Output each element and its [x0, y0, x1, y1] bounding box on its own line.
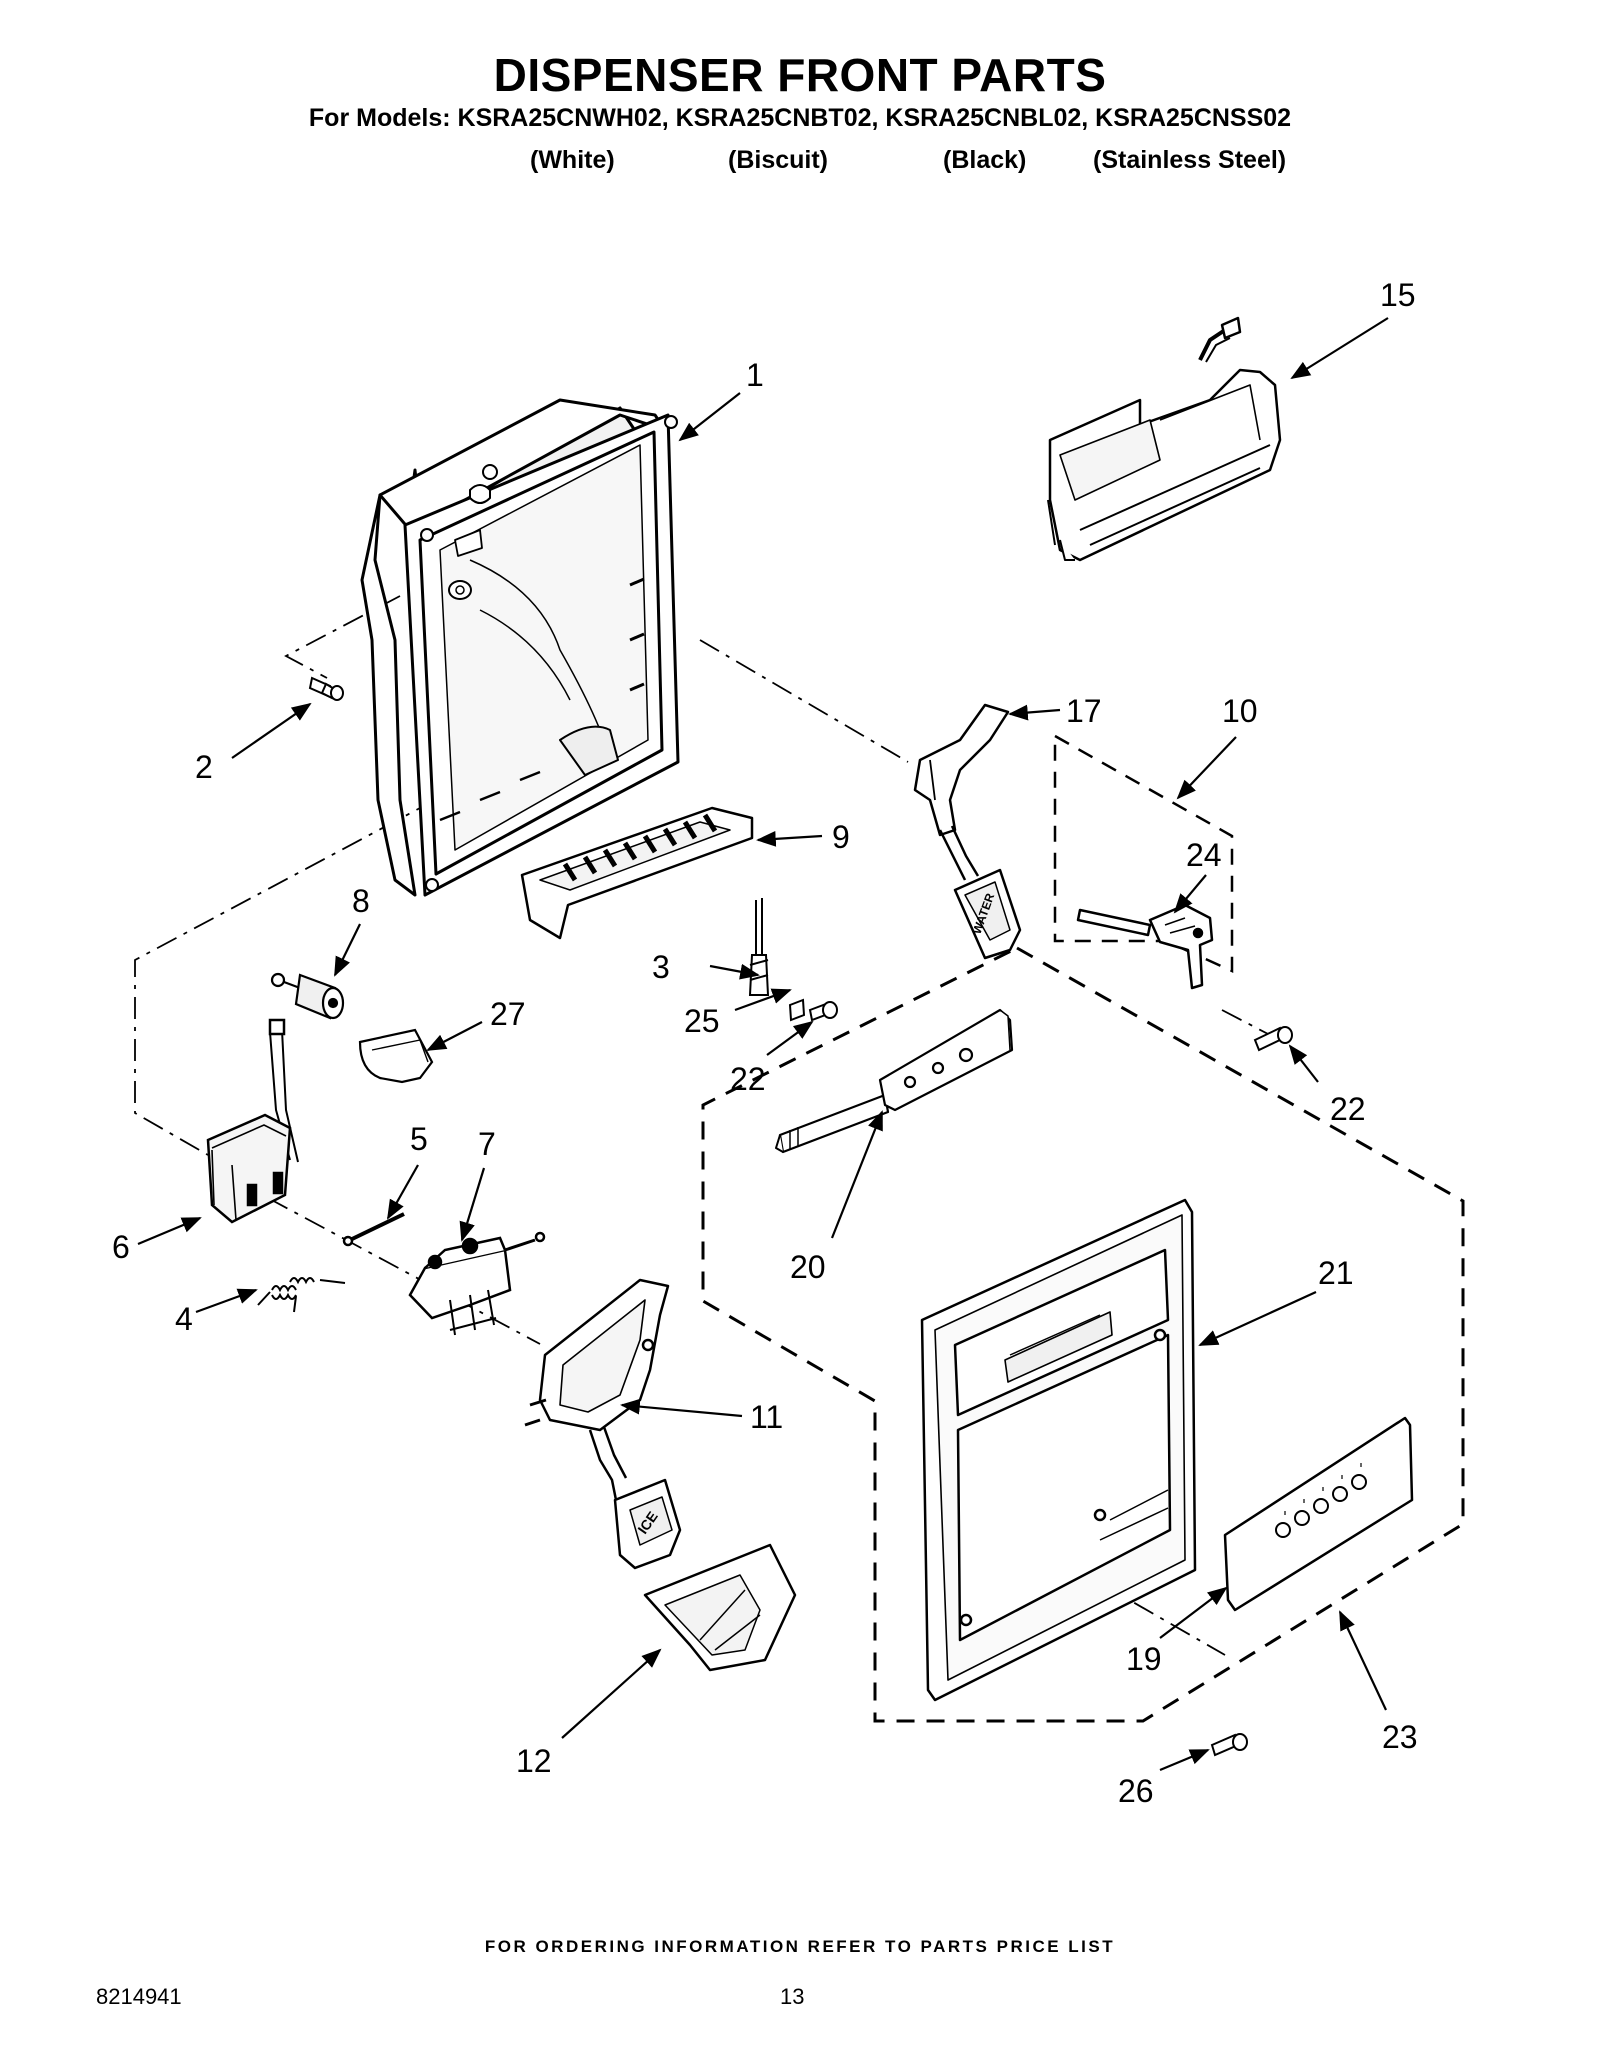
part-21-front-frame — [920, 1198, 1197, 1702]
callout-26: 26 — [1118, 1773, 1154, 1809]
page-title: DISPENSER FRONT PARTS — [493, 49, 1107, 101]
finish-label-biscuit: (Biscuit) — [728, 146, 828, 174]
part-15-control-module — [1047, 316, 1282, 562]
callout-9: 9 — [832, 819, 850, 855]
part-7-lever-bracket — [408, 1231, 546, 1336]
part-9-drip-grille — [520, 806, 754, 940]
callout-23: 23 — [1382, 1719, 1418, 1755]
part-24-actuator-arm — [1076, 903, 1214, 990]
callout-numbers: 1 2 3 4 5 6 7 8 9 10 11 12 15 17 19 20 2… — [112, 277, 1418, 1809]
document-number: 8214941 — [96, 1984, 182, 2009]
part-11-ice-paddle: ICE — [524, 1278, 682, 1570]
callout-19: 19 — [1126, 1641, 1162, 1677]
finish-label-white: (White) — [530, 146, 615, 174]
part-8-actuator — [270, 972, 345, 1020]
part-17-water-paddle: WATER — [913, 703, 1022, 960]
part-5-pin — [342, 1212, 405, 1247]
part-4-spring — [257, 1277, 346, 1313]
part-19-control-overlay — [1223, 1416, 1414, 1612]
part-27-cover — [358, 1028, 434, 1084]
part-22-screw-center — [808, 1001, 838, 1022]
models-line: For Models: KSRA25CNWH02, KSRA25CNBT02, … — [308, 104, 1292, 132]
part-12-ice-chute — [643, 1543, 797, 1672]
callout-12: 12 — [516, 1743, 552, 1779]
callout-2: 2 — [195, 749, 213, 785]
callout-25: 25 — [684, 1003, 720, 1039]
callout-1: 1 — [746, 357, 764, 393]
finish-label-stainless: (Stainless Steel) — [1093, 146, 1287, 174]
finish-label-black: (Black) — [943, 146, 1027, 174]
part-2-screw — [308, 676, 344, 701]
callout-17: 17 — [1066, 693, 1102, 729]
callout-15: 15 — [1380, 277, 1416, 313]
callout-8: 8 — [352, 883, 370, 919]
callout-24: 24 — [1186, 837, 1222, 873]
part-3-spring-clip — [748, 898, 770, 996]
callout-5: 5 — [410, 1121, 428, 1157]
callout-3: 3 — [652, 949, 670, 985]
callout-20: 20 — [790, 1249, 826, 1285]
callout-6: 6 — [112, 1229, 130, 1265]
part-1-dispenser-housing — [360, 398, 680, 897]
ordering-note: FOR ORDERING INFORMATION REFER TO PARTS … — [484, 1937, 1116, 1956]
part-25-bracket — [788, 998, 806, 1022]
assembly-outline-23 — [701, 946, 1465, 1723]
callout-11: 11 — [750, 1399, 783, 1435]
part-6-switch-box — [206, 1018, 299, 1224]
part-22-screw-right — [1253, 1026, 1293, 1052]
part-26-screw — [1210, 1733, 1248, 1757]
part-20-control-board — [775, 1008, 1014, 1154]
callout-27: 27 — [490, 996, 526, 1032]
callout-22-right: 22 — [1330, 1091, 1366, 1127]
page-number: 13 — [780, 1984, 805, 2009]
callout-22-center: 22 — [730, 1061, 766, 1097]
callout-4: 4 — [175, 1301, 193, 1337]
callout-arrows — [137, 317, 1389, 1772]
callout-10: 10 — [1222, 693, 1258, 729]
callout-7: 7 — [478, 1126, 496, 1162]
callout-21: 21 — [1318, 1255, 1354, 1291]
assembly-outline-10 — [1053, 733, 1234, 973]
